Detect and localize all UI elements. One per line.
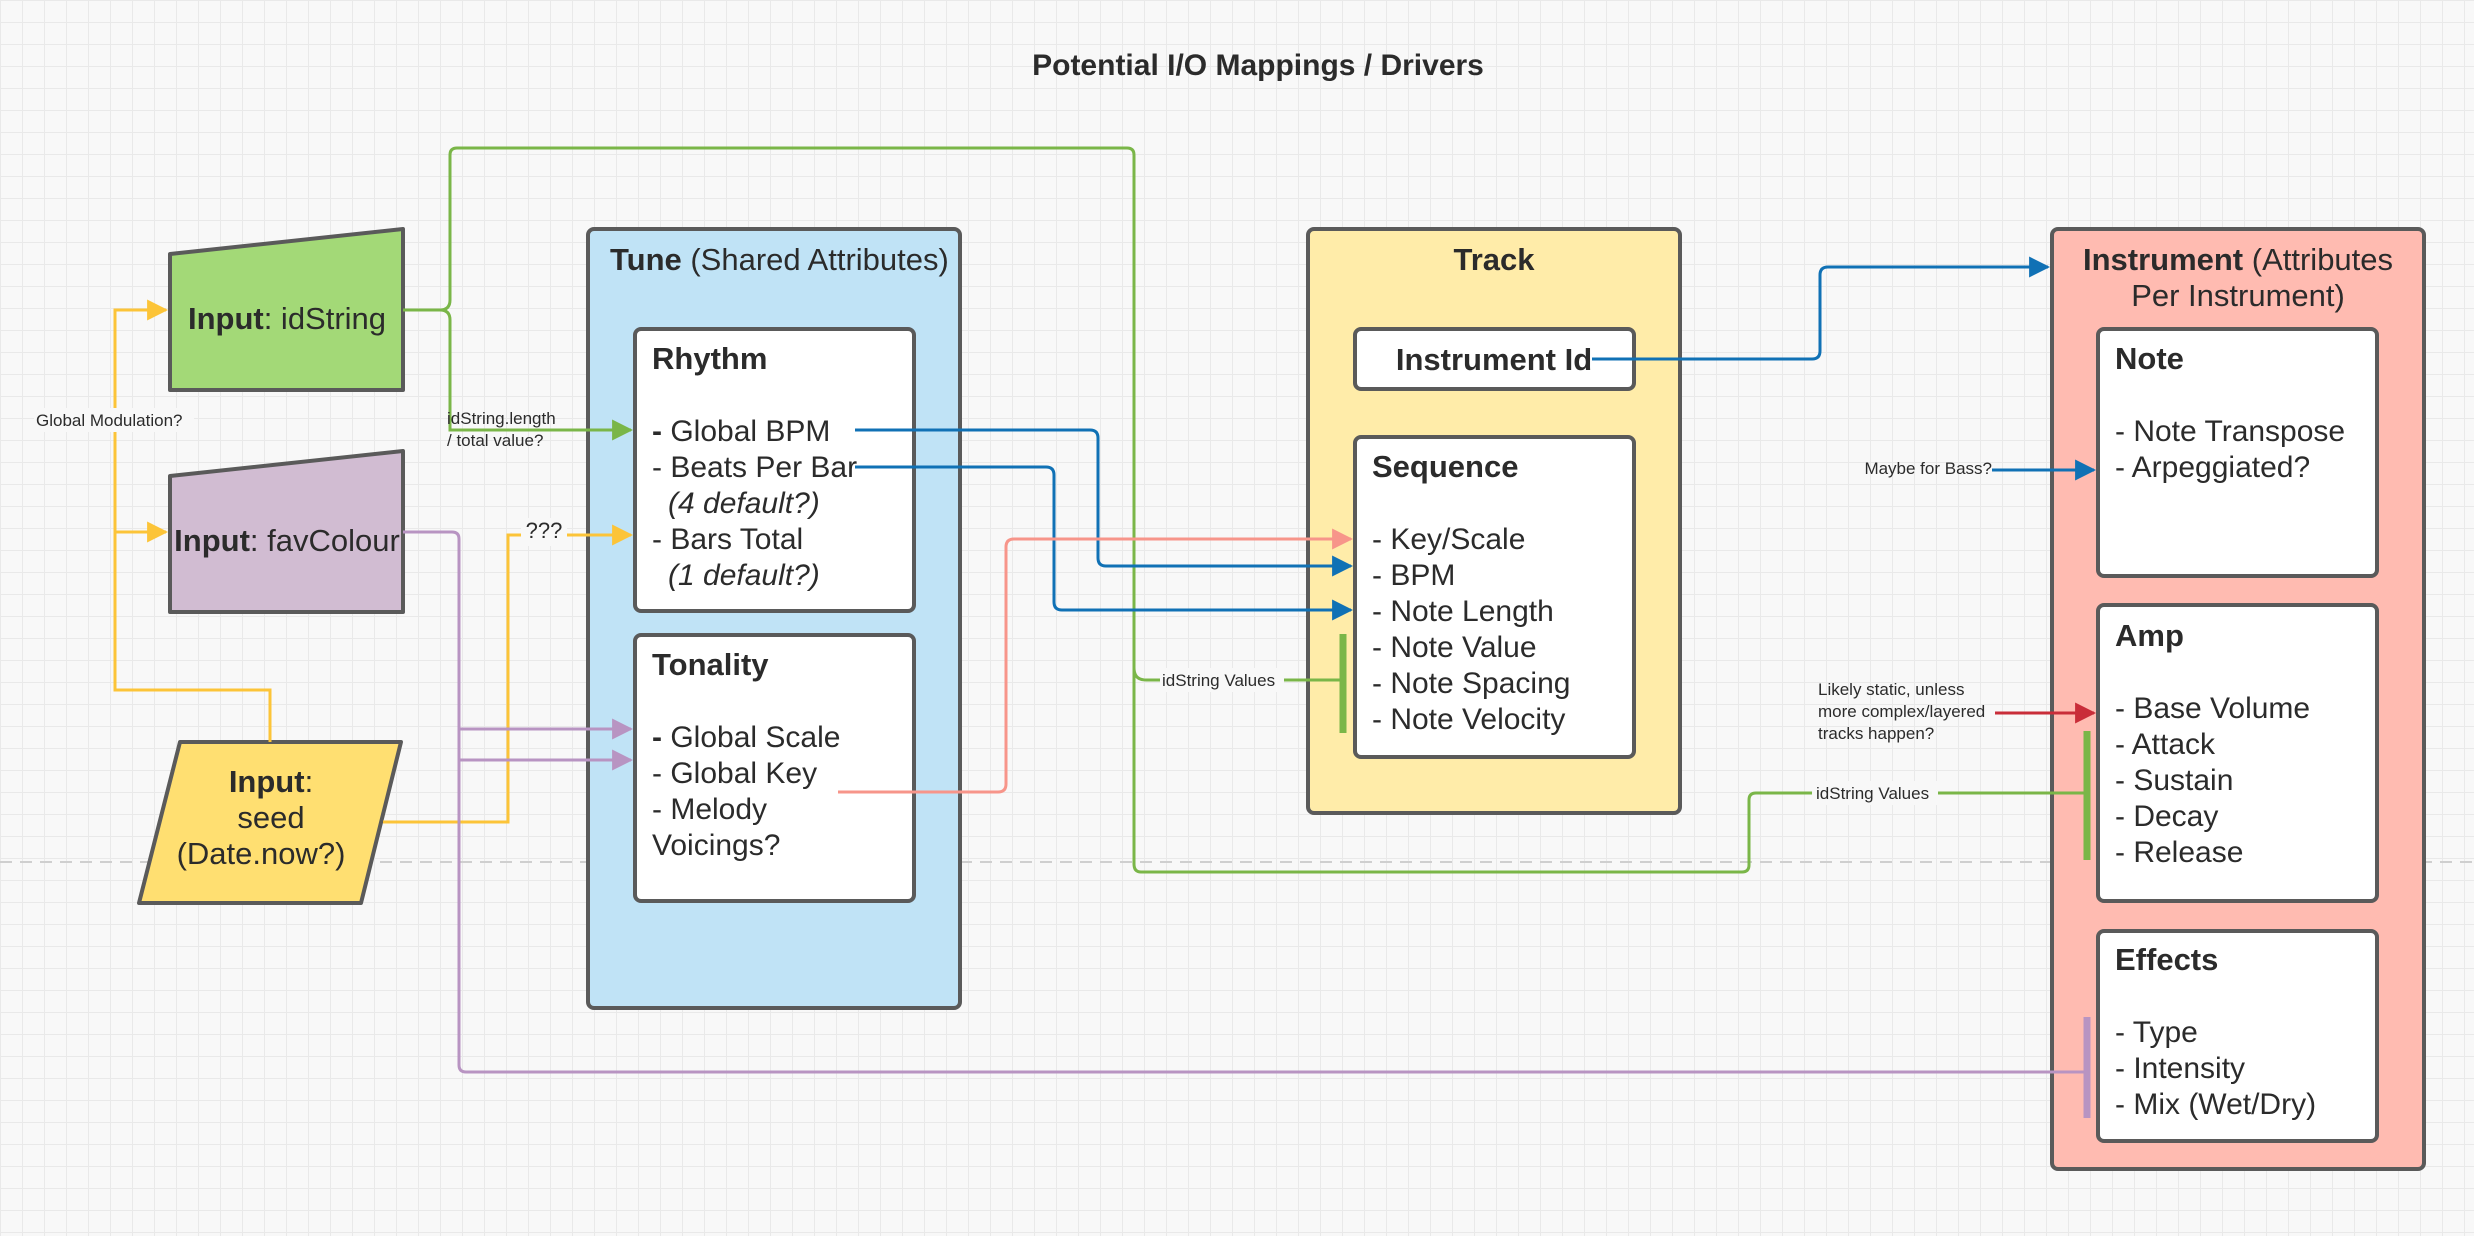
connector-idstring-values <box>403 146 2085 874</box>
connector-favcolour-effects <box>457 760 2085 1074</box>
likely-static-line3: tracks happen? <box>1818 724 1934 743</box>
idstring-total-label: / total value? <box>447 431 543 450</box>
rhythm-box[interactable] <box>633 327 916 613</box>
global-modulation-label: Global Modulation? <box>36 411 182 430</box>
idstring-length-label: idString.length <box>447 409 556 428</box>
connector-favcolour-scale <box>403 530 634 740</box>
input-seed-line2: seed <box>237 800 304 835</box>
rhythm-item-global-bpm: - Global BPM <box>652 415 830 448</box>
amp-item: - Sustain <box>2115 764 2233 797</box>
tonality-title: Tonality <box>652 647 769 682</box>
amp-item: - Release <box>2115 836 2243 869</box>
note-item: - Arpeggiated? <box>2115 451 2310 484</box>
effects-item: - Type <box>2115 1016 2198 1049</box>
input-idstring-label: Input: idString <box>188 301 386 336</box>
input-seed-line3: (Date.now?) <box>177 836 346 871</box>
tonality-box[interactable] <box>633 633 916 903</box>
idstring-values-amp-bg <box>1812 781 1938 805</box>
sequence-item: - Note Value <box>1372 631 1537 664</box>
sequence-item: - Note Velocity <box>1372 703 1565 736</box>
instrument-title: Instrument (Attributes <box>2083 242 2393 277</box>
sequence-item: - Note Spacing <box>1372 667 1570 700</box>
tonality-item-global-key: - Global Key <box>652 757 817 790</box>
input-favcolour-label: Input: favColour <box>174 523 400 558</box>
connector-seed-bars-total <box>383 524 634 824</box>
effects-item: - Intensity <box>2115 1052 2245 1085</box>
maybe-bass-label: Maybe for Bass? <box>1864 459 1992 478</box>
diagram-title: Potential I/O Mappings / Drivers <box>1032 49 1484 82</box>
tonality-item-melody: - Melody <box>652 793 767 826</box>
tonality-item-voicings: Voicings? <box>652 829 780 862</box>
rhythm-item-beats-default: (4 default?) <box>668 487 820 520</box>
question-marks-bg <box>521 518 567 546</box>
idstring-values-track-bg <box>1160 668 1284 692</box>
input-seed-label: Input: <box>229 764 313 799</box>
connector-global-modulation <box>113 299 272 742</box>
rhythm-item-bars-total: - Bars Total <box>652 523 803 556</box>
input-idstring-shape[interactable] <box>168 227 405 392</box>
idstring-values-track-label: idString Values <box>1162 671 1275 690</box>
tonality-item-global-scale: - Global Scale <box>652 721 840 754</box>
input-favcolour-shape[interactable] <box>168 449 405 614</box>
rhythm-title: Rhythm <box>652 341 767 376</box>
effects-box[interactable] <box>2096 929 2379 1143</box>
sequence-box[interactable] <box>1353 435 1636 759</box>
note-box[interactable] <box>2096 327 2379 578</box>
effects-title: Effects <box>2115 942 2218 977</box>
sequence-item: - Key/Scale <box>1372 523 1525 556</box>
sequence-item: - BPM <box>1372 559 1455 592</box>
amp-item: - Decay <box>2115 800 2218 833</box>
connector-instrument-id <box>1592 256 2051 361</box>
effects-item: - Mix (Wet/Dry) <box>2115 1088 2316 1121</box>
connector-bpm-sequence <box>855 428 1354 577</box>
amp-title: Amp <box>2115 618 2184 653</box>
global-modulation-bg <box>34 408 194 432</box>
question-marks-label: ??? <box>526 518 563 543</box>
likely-static-line2: more complex/layered <box>1818 702 1985 721</box>
track-title: Track <box>1453 242 1535 277</box>
rhythm-item-bars-default: (1 default?) <box>668 559 820 592</box>
instrument-id-label: Instrument Id <box>1396 342 1592 377</box>
sequence-item: - Note Length <box>1372 595 1554 628</box>
note-title: Note <box>2115 341 2184 376</box>
amp-item: - Base Volume <box>2115 692 2310 725</box>
rhythm-item-beats-per-bar: - Beats Per Bar <box>652 451 857 484</box>
input-seed-shape[interactable] <box>137 740 403 905</box>
note-item: - Note Transpose <box>2115 415 2345 448</box>
sequence-title: Sequence <box>1372 449 1518 484</box>
amp-box[interactable] <box>2096 603 2379 903</box>
idstring-values-amp-label: idString Values <box>1816 784 1929 803</box>
instrument-title-line2: Per Instrument) <box>2131 278 2345 313</box>
amp-item: - Attack <box>2115 728 2216 761</box>
connector-voicings-keyscale <box>838 528 1354 794</box>
connector-idstring-values-track <box>1132 667 1342 682</box>
tune-title: Tune (Shared Attributes) <box>610 242 949 277</box>
likely-static-line1: Likely static, unless <box>1818 680 1964 699</box>
